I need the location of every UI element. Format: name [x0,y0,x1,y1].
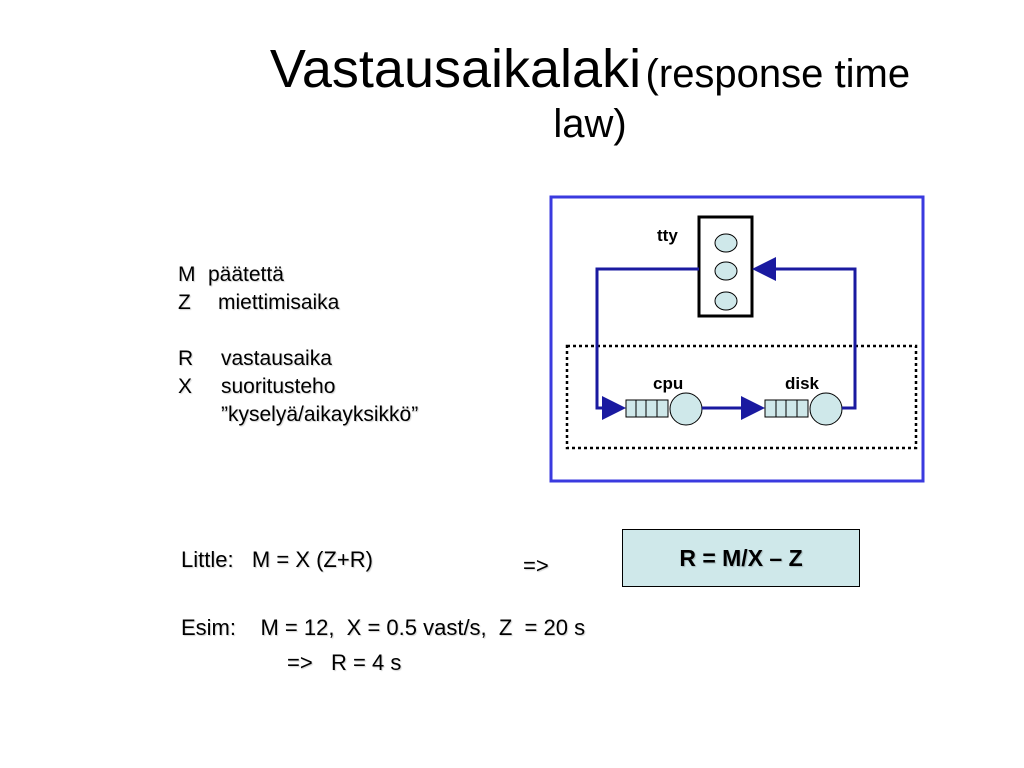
queueing-network-diagram: tty cpu disk [549,195,929,492]
legend-symbol: X [178,375,193,398]
example-line-1: Esim: M = 12, X = 0.5 vast/s, Z = 20 s [181,615,586,640]
arrow-tty-to-cpu [595,267,699,420]
slide-title: Vastausaikalaki (response time law) [180,38,1000,147]
disk-label: disk [785,374,820,393]
legend-item-m: M päätettä [178,261,418,289]
legend-item-r: R vastausaika [178,345,418,373]
cpu-queue [625,392,703,426]
variable-legend: M päätettä Z miettimisaika R vastausaika… [178,261,418,429]
arrow-disk-to-tty [752,257,857,410]
implies-arrow: => [523,553,549,578]
legend-text: suoritusteho [221,375,336,398]
legend-symbol: Z [178,291,191,314]
legend-symbol: R [178,347,194,370]
legend-text: miettimisaika [218,291,340,314]
subsystem-border [565,344,918,450]
legend-text: vastausaika [221,347,332,370]
legend-symbol: M [178,263,196,286]
legend-text: päätettä [208,263,284,286]
diagram-svg [549,195,925,483]
example-line-2: => R = 4 s [287,650,402,675]
legend-item-x: X suoritusteho [178,373,418,401]
result-formula-box: R = M/X – Z [622,529,860,587]
legend-note-text: ”kyselyä/aikayksikkö” [221,403,419,426]
legend-note: ”kyselyä/aikayksikkö” [178,401,418,429]
result-formula: R = M/X – Z [679,544,803,571]
little-law-formula: Little: M = X (Z+R) [181,547,373,572]
cpu-label: cpu [653,374,684,393]
tty-label: tty [657,226,678,245]
title-main: Vastausaikalaki [269,39,642,99]
title-sub: (response time [645,52,911,96]
tty-terminal [697,215,754,318]
title-sub-line2: law) [553,101,627,146]
system-border [549,195,925,483]
legend-item-z: Z miettimisaika [178,289,418,317]
disk-queue [764,392,843,426]
